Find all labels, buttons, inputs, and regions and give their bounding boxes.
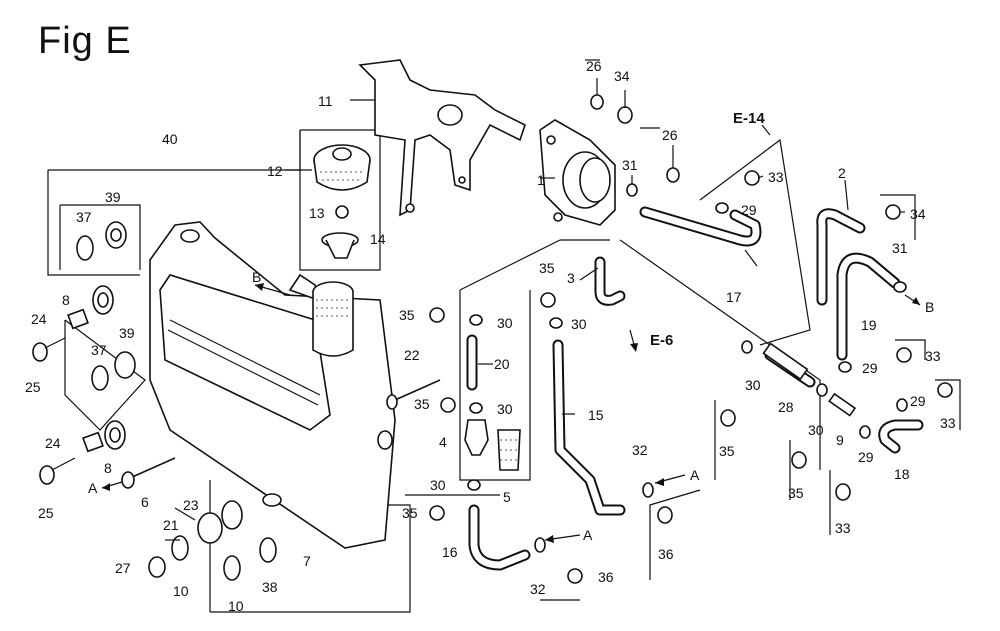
part-label-5: 5	[503, 489, 511, 505]
part-label-33a: 33	[768, 169, 784, 185]
part-label-3: 3	[567, 270, 575, 286]
part-label-28: 28	[778, 399, 794, 415]
part-label-30a: 30	[497, 315, 513, 331]
part-label-29a: 29	[741, 202, 757, 218]
part-label-39a: 39	[105, 189, 121, 205]
part-label-18: 18	[894, 466, 910, 482]
part-labels: 1 2 3 4 5 6 7 8 8 9 10 10 11 12 13 14 15…	[25, 58, 956, 614]
part-label-34b: 34	[910, 206, 926, 222]
part-label-6: 6	[141, 494, 149, 510]
part-label-37a: 37	[76, 209, 92, 225]
callout-b-tank: B	[252, 269, 261, 285]
part-label-29d: 29	[858, 449, 874, 465]
part-label-24b: 24	[45, 435, 61, 451]
fuel-tank	[149, 221, 396, 549]
part-label-39b: 39	[119, 325, 135, 341]
part-label-29b: 29	[862, 360, 878, 376]
part-label-4: 4	[439, 434, 447, 450]
callout-a-left: A	[88, 480, 98, 496]
part-label-35b: 35	[539, 260, 555, 276]
part-label-19: 19	[861, 317, 877, 333]
part-label-16: 16	[442, 544, 458, 560]
part-label-14: 14	[370, 231, 386, 247]
part-label-32a: 32	[632, 442, 648, 458]
small-parts	[32, 94, 953, 584]
part-label-37b: 37	[91, 342, 107, 358]
part-label-15: 15	[588, 407, 604, 423]
part-label-31a: 31	[622, 157, 638, 173]
part-label-36b: 36	[598, 569, 614, 585]
part-label-9: 9	[836, 432, 844, 448]
part-label-30b: 30	[571, 316, 587, 332]
part-label-30c: 30	[497, 401, 513, 417]
part-label-33d: 33	[835, 520, 851, 536]
callout-b-right: B	[925, 299, 934, 315]
part-label-12: 12	[267, 163, 283, 179]
part-label-34a: 34	[614, 68, 630, 84]
part-label-25a: 25	[25, 379, 41, 395]
part-label-35d: 35	[402, 505, 418, 521]
part-label-32b: 32	[530, 581, 546, 597]
part-label-8a: 8	[62, 292, 70, 308]
leader-lines	[165, 78, 905, 541]
callout-a-right: A	[690, 467, 700, 483]
section-refs: E-14 E-6	[650, 110, 765, 349]
part-label-1: 1	[537, 172, 545, 188]
part-label-26b: 26	[662, 127, 678, 143]
part-label-2: 2	[838, 165, 846, 181]
callout-arrows	[101, 124, 921, 543]
part-label-35c: 35	[414, 396, 430, 412]
part-label-10a: 10	[173, 583, 189, 599]
part-label-30f: 30	[808, 422, 824, 438]
part-label-31b: 31	[892, 240, 908, 256]
part-label-24a: 24	[31, 311, 47, 327]
part-label-20: 20	[494, 356, 510, 372]
part-label-25b: 25	[38, 505, 54, 521]
callout-letters: A B A A B	[88, 269, 934, 543]
part-label-7: 7	[303, 553, 311, 569]
part-label-8b: 8	[104, 460, 112, 476]
part-label-10b: 10	[228, 598, 244, 614]
part-label-21: 21	[163, 517, 179, 533]
part-label-11: 11	[318, 93, 333, 109]
group-outlines	[47, 59, 961, 613]
part-label-26a: 26	[586, 58, 602, 74]
part-label-35a: 35	[399, 307, 415, 323]
fuel-cap	[313, 144, 371, 259]
section-ref-e6: E-6	[650, 332, 673, 349]
bracket	[358, 59, 526, 217]
part-label-38: 38	[262, 579, 278, 595]
figure-title: Fig E	[38, 20, 132, 62]
part-label-30d: 30	[430, 477, 446, 493]
part-label-17: 17	[726, 289, 742, 305]
part-label-13: 13	[309, 205, 325, 221]
part-label-33b: 33	[925, 348, 941, 364]
part-label-30e: 30	[745, 377, 761, 393]
part-label-27: 27	[115, 560, 131, 576]
part-label-40: 40	[162, 131, 178, 147]
fuel-pump	[539, 119, 616, 226]
callout-a-bottom: A	[583, 527, 593, 543]
part-label-35f: 35	[788, 485, 804, 501]
part-label-22: 22	[404, 347, 420, 363]
part-label-33c: 33	[940, 415, 956, 431]
part-label-36a: 36	[658, 546, 674, 562]
part-label-23: 23	[183, 497, 199, 513]
section-ref-e14: E-14	[733, 110, 765, 127]
part-label-29c: 29	[910, 393, 926, 409]
part-label-35e: 35	[719, 443, 735, 459]
